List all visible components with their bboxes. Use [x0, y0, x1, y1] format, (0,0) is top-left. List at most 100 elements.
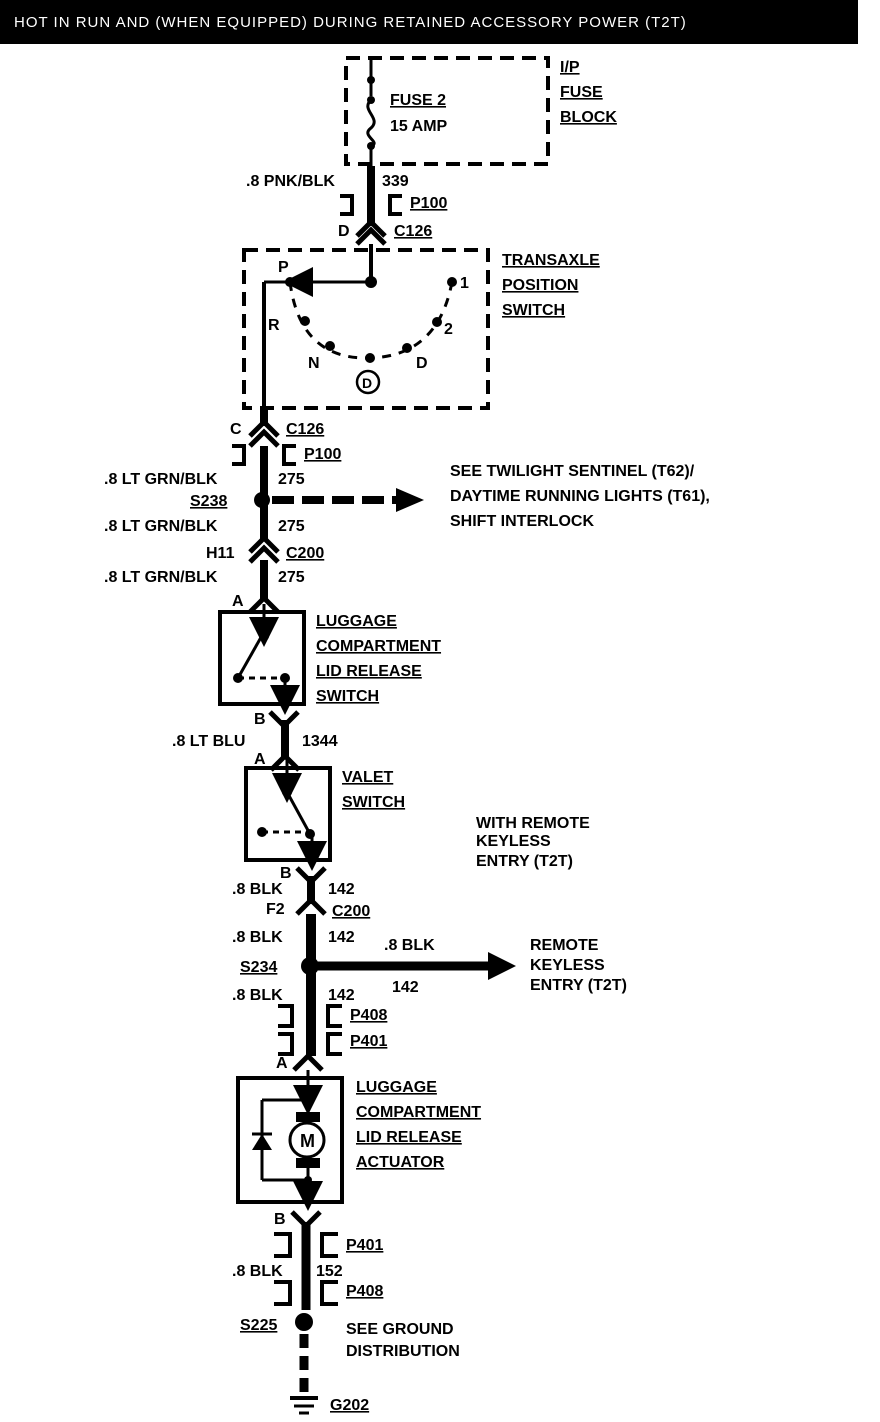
connector-c126-top: D C126 — [338, 218, 432, 246]
pin-a-label-1: A — [232, 593, 244, 610]
pin-a-label-2: A — [254, 751, 266, 768]
s225-see-1: SEE GROUND — [346, 1321, 454, 1338]
s234-branch-circuit: 142 — [392, 979, 419, 996]
wire-142-circuit-2: 142 — [328, 929, 355, 946]
fuse-block-label-2: FUSE — [560, 84, 603, 101]
splice-s234: S234 .8 BLK 142 REMOTE KEYLESS ENTRY (T2… — [240, 937, 627, 996]
luggage-switch-label-1: LUGGAGE — [316, 613, 397, 630]
wire-275-color-2: .8 LT GRN/BLK — [104, 518, 218, 535]
s238-arrow — [396, 488, 424, 512]
valet-switch-label-2: SWITCH — [342, 794, 405, 811]
s225-label: S225 — [240, 1317, 277, 1334]
s234-branch-color: .8 BLK — [384, 937, 435, 954]
actuator-label-3: LID RELEASE — [356, 1129, 462, 1146]
s238-see-1: SEE TWILIGHT SENTINEL (T62)/ — [450, 463, 695, 480]
connector-p100-bottom: P100 — [232, 444, 341, 466]
diode-icon — [252, 1134, 272, 1150]
remote-keyless-note: WITH REMOTE KEYLESS ENTRY (T2T) — [476, 815, 590, 870]
actuator-label-4: ACTUATOR — [356, 1154, 445, 1171]
pin-c-label: C — [230, 421, 242, 438]
pin-h11-label: H11 — [206, 545, 235, 562]
wire-152: B P401 .8 BLK 152 P408 — [232, 1210, 383, 1310]
c200-label-bottom: C200 — [332, 903, 370, 920]
c200-label-top: C200 — [286, 545, 324, 562]
s238-see-3: SHIFT INTERLOCK — [450, 513, 594, 530]
pin-b-label-1: B — [254, 711, 266, 728]
actuator-label-2: COMPARTMENT — [356, 1104, 481, 1121]
ground-label: G202 — [330, 1397, 369, 1414]
position-1: 1 — [460, 275, 469, 292]
s234-branch-dest-2: KEYLESS — [530, 957, 605, 974]
transaxle-label-3: SWITCH — [502, 302, 565, 319]
p100-label-bottom: P100 — [304, 446, 341, 463]
p408-label-top: P408 — [350, 1007, 387, 1024]
wire-142-circuit-3: 142 — [328, 987, 355, 1004]
splice-s225: S225 SEE GROUND DISTRIBUTION — [240, 1313, 460, 1394]
luggage-switch-label-3: LID RELEASE — [316, 663, 422, 680]
fuse-block: FUSE 2 15 AMP I/P FUSE BLOCK — [344, 56, 617, 166]
wire-275-circuit-3: 275 — [278, 569, 305, 586]
s234-branch-dest-1: REMOTE — [530, 937, 599, 954]
s238-see-2: DAYTIME RUNNING LIGHTS (T61), — [450, 488, 710, 505]
fuse-name: FUSE 2 — [390, 92, 446, 109]
wire-142: B .8 BLK 142 F2 C200 .8 BLK 142 .8 BLK 1… — [232, 865, 370, 1056]
fuse-rating: 15 AMP — [390, 118, 448, 135]
connector-p100-top: P100 — [340, 194, 447, 216]
connector-c126-bottom: C C126 — [230, 408, 324, 448]
connector-p408-p401-top: P408 P401 A — [276, 1004, 387, 1072]
wire-1344-circuit: 1344 — [302, 733, 338, 750]
remote-note-2: KEYLESS — [476, 833, 551, 850]
fuse-element — [366, 98, 376, 148]
s238-label: S238 — [190, 493, 227, 510]
pin-f2-label: F2 — [266, 901, 285, 918]
wire-142-circuit-1: 142 — [328, 881, 355, 898]
wire-339: .8 PNK/BLK 339 — [246, 166, 409, 226]
pin-b-label-3: B — [274, 1211, 286, 1228]
position-2: 2 — [444, 321, 453, 338]
transaxle-position-switch: P R N D D 2 1 TRANSAXLE POSITION SWITCH — [242, 244, 600, 410]
diagram-title: HOT IN RUN AND (WHEN EQUIPPED) DURING RE… — [14, 14, 687, 31]
wire-275: .8 LT GRN/BLK 275 .8 LT GRN/BLK 275 — [104, 446, 305, 540]
wire-142-color-3: .8 BLK — [232, 987, 283, 1004]
position-d: D — [416, 355, 428, 372]
s234-arrow — [488, 952, 516, 980]
position-r: R — [268, 317, 280, 334]
wire-275-color-1: .8 LT GRN/BLK — [104, 471, 218, 488]
s234-label: S234 — [240, 959, 277, 976]
fuse-block-label-3: BLOCK — [560, 109, 617, 126]
wire-1344: B .8 LT BLU 1344 A — [172, 710, 338, 772]
wire-339-color: .8 PNK/BLK — [246, 173, 335, 190]
splice-s238: S238 SEE TWILIGHT SENTINEL (T62)/ DAYTIM… — [190, 463, 710, 530]
transaxle-label-2: POSITION — [502, 277, 578, 294]
position-d-circle: D — [362, 375, 372, 391]
valet-switch: VALET SWITCH — [244, 760, 405, 871]
pin-a-label-3: A — [276, 1055, 288, 1072]
pin-b-label-2: B — [280, 865, 292, 882]
connector-c200-top: H11 C200 .8 LT GRN/BLK 275 A — [104, 534, 324, 614]
wire-339-circuit: 339 — [382, 173, 409, 190]
wire-152-circuit: 152 — [316, 1263, 343, 1280]
wire-1344-color: .8 LT BLU — [172, 733, 245, 750]
actuator-label-1: LUGGAGE — [356, 1079, 437, 1096]
transaxle-label-1: TRANSAXLE — [502, 252, 600, 269]
luggage-switch-label-2: COMPARTMENT — [316, 638, 441, 655]
remote-note-1: WITH REMOTE — [476, 815, 590, 832]
position-p: P — [278, 259, 289, 276]
pin-d-label: D — [338, 223, 350, 240]
position-n: N — [308, 355, 320, 372]
luggage-lid-release-switch: LUGGAGE COMPARTMENT LID RELEASE SWITCH — [218, 604, 441, 715]
wire-275-color-3: .8 LT GRN/BLK — [104, 569, 218, 586]
c126-label-bottom: C126 — [286, 421, 324, 438]
remote-note-3: ENTRY (T2T) — [476, 853, 573, 870]
wire-275-circuit-1: 275 — [278, 471, 305, 488]
p408-label-bottom: P408 — [346, 1283, 383, 1300]
motor-icon — [288, 1121, 326, 1159]
header-bar: HOT IN RUN AND (WHEN EQUIPPED) DURING RE… — [0, 0, 858, 44]
s234-branch-dest-3: ENTRY (T2T) — [530, 977, 627, 994]
wire-142-color-2: .8 BLK — [232, 929, 283, 946]
p401-label-bottom: P401 — [346, 1237, 383, 1254]
s225-see-2: DISTRIBUTION — [346, 1343, 460, 1360]
p401-label-top: P401 — [350, 1033, 387, 1050]
p100-label-top: P100 — [410, 195, 447, 212]
